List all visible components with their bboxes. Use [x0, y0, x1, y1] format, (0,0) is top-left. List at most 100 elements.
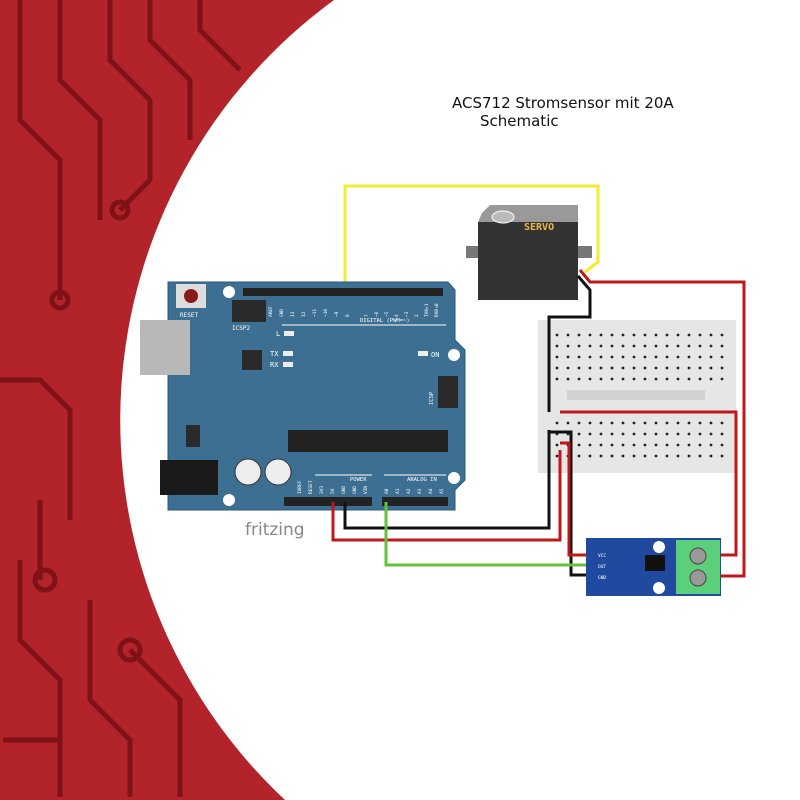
breadboard-hole	[632, 366, 636, 370]
breadboard-hole	[588, 432, 592, 436]
breadboard-hole	[610, 366, 614, 370]
wire-red-servo-to-sensor	[578, 269, 746, 578]
breadboard-hole	[676, 333, 680, 337]
breadboard-hole	[566, 355, 570, 359]
breadboard-hole	[610, 355, 614, 359]
title-line-1: ACS712 Stromsensor mit 20A	[452, 94, 674, 112]
breadboard-hole	[720, 333, 724, 337]
breadboard-hole	[676, 366, 680, 370]
breadboard-hole	[665, 333, 669, 337]
breadboard-hole	[643, 421, 647, 425]
icsp2-header	[232, 300, 266, 322]
breadboard-hole	[687, 344, 691, 348]
analog-pin-label: A3	[417, 488, 423, 494]
breadboard-holes	[555, 333, 724, 458]
digital-pin-label: ~11	[312, 309, 318, 317]
usb-port	[140, 320, 190, 375]
led-l	[284, 331, 294, 336]
breadboard-hole	[676, 432, 680, 436]
breadboard-hole	[610, 421, 614, 425]
breadboard-hole	[610, 432, 614, 436]
breadboard-hole	[687, 454, 691, 458]
breadboard-hole	[698, 443, 702, 447]
breadboard-hole	[555, 443, 559, 447]
acs712-sensor-module: VCC OUT GND	[586, 538, 721, 596]
breadboard-hole	[720, 432, 724, 436]
breadboard-hole	[676, 443, 680, 447]
breadboard-hole	[698, 454, 702, 458]
breadboard-hole	[654, 421, 658, 425]
servo-label: SERVO	[524, 222, 554, 233]
breadboard-hole	[665, 443, 669, 447]
breadboard-hole	[665, 366, 669, 370]
breadboard-hole	[610, 443, 614, 447]
breadboard-hole	[720, 421, 724, 425]
icsp-label: ICSP	[429, 391, 435, 405]
breadboard-hole	[654, 366, 658, 370]
sensor-chip	[645, 555, 665, 571]
microcontroller-chip	[288, 430, 448, 452]
digital-pin-label: 2	[414, 314, 420, 317]
breadboard-hole	[621, 366, 625, 370]
breadboard-hole	[599, 421, 603, 425]
wire-yellow-signal	[343, 184, 600, 300]
voltage-regulator	[186, 425, 200, 447]
sensor-pin-vcc: VCC	[598, 553, 606, 559]
breadboard-hole	[555, 333, 559, 337]
breadboard-hole	[709, 333, 713, 337]
breadboard-hole	[566, 366, 570, 370]
breadboard-hole	[621, 421, 625, 425]
breadboard-hole	[654, 333, 658, 337]
breadboard-hole	[577, 333, 581, 337]
breadboard-hole	[588, 421, 592, 425]
servo-horn	[491, 210, 515, 224]
usb-chip	[242, 350, 262, 370]
breadboard-hole	[588, 344, 592, 348]
wire-green-a0-out	[384, 502, 590, 567]
power-pin-label: GND	[352, 486, 358, 494]
breadboard-hole	[588, 454, 592, 458]
breadboard-hole	[709, 377, 713, 381]
breadboard-hole	[709, 344, 713, 348]
breadboard-hole	[654, 443, 658, 447]
breadboard-hole	[599, 355, 603, 359]
breadboard-hole	[632, 355, 636, 359]
breadboard-hole	[698, 333, 702, 337]
breadboard-hole	[665, 344, 669, 348]
breadboard-hole	[654, 432, 658, 436]
breadboard-hole	[665, 377, 669, 381]
wire-red-arduino-5v	[331, 450, 562, 542]
breadboard-hole	[709, 443, 713, 447]
breadboard-hole	[687, 377, 691, 381]
breadboard-hole	[555, 366, 559, 370]
breadboard-hole	[654, 344, 658, 348]
digital-pin-label: TX0▸1	[424, 303, 430, 317]
breadboard-hole	[720, 344, 724, 348]
breadboard-hole	[665, 421, 669, 425]
breadboard-hole	[654, 355, 658, 359]
led-rx-label: RX	[270, 361, 279, 369]
digital-pin-label: ~6	[374, 311, 380, 317]
capacitor-1	[234, 458, 262, 486]
breadboard-hole	[577, 421, 581, 425]
breadboard-hole	[687, 355, 691, 359]
digital-pin-label: ~10	[323, 309, 329, 317]
breadboard-hole	[698, 344, 702, 348]
breadboard-hole	[676, 454, 680, 458]
analog-pin-label: A0	[384, 488, 390, 494]
digital-pin-label: GND	[279, 309, 285, 317]
power-label: POWER	[350, 477, 367, 483]
digital-pin-label: ~3	[404, 311, 410, 317]
breadboard-hole	[577, 344, 581, 348]
breadboard-hole	[599, 432, 603, 436]
breadboard-hole	[643, 333, 647, 337]
breadboard-hole	[709, 454, 713, 458]
breadboard-hole	[676, 344, 680, 348]
breadboard-hole	[632, 344, 636, 348]
analog-in-label: ANALOG IN	[407, 477, 437, 483]
wire-black-sensor-gnd	[549, 430, 590, 577]
breadboard-hole	[621, 432, 625, 436]
digital-pin-label: RX0◂0	[434, 303, 440, 317]
digital-pin-label: ~5	[384, 311, 390, 317]
